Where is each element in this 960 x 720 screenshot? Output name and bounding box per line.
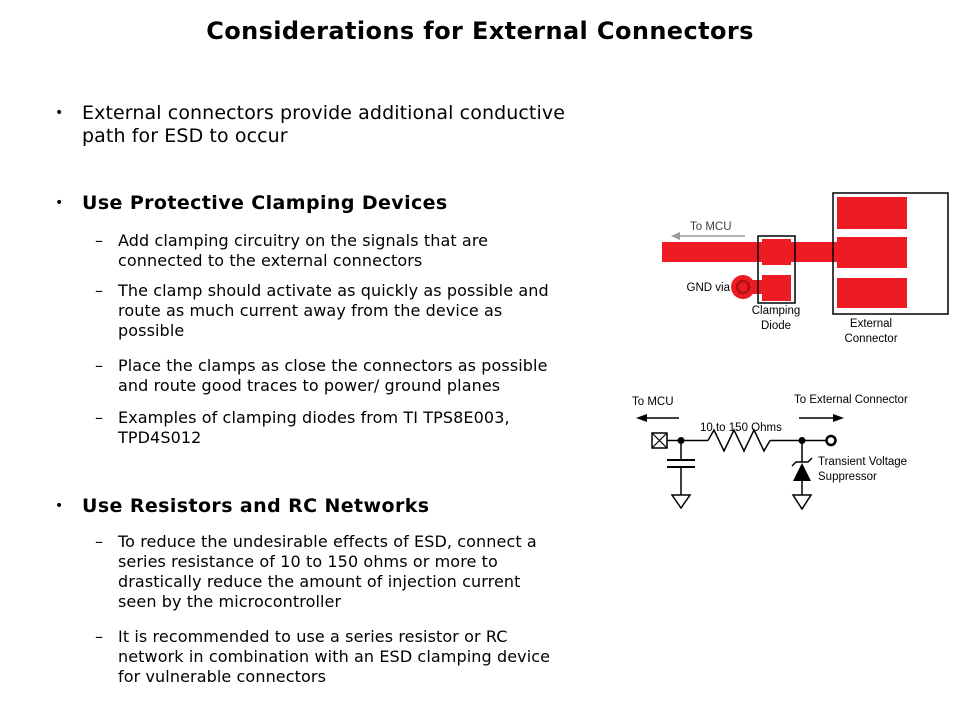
- dash-icon: –: [95, 281, 104, 300]
- list-item: • External connectors provide additional…: [55, 102, 635, 148]
- bullet-icon: •: [55, 105, 64, 121]
- list-item: – It is recommended to use a series resi…: [95, 627, 635, 687]
- list-item-text: Place the clamps as close the connectors…: [118, 356, 548, 395]
- resistor-value-label: 10 to 150 Ohms: [700, 422, 782, 434]
- dash-icon: –: [95, 627, 104, 646]
- dash-icon: –: [95, 356, 104, 375]
- tvs-label: Transient Voltage: [818, 456, 907, 468]
- junction-dot: [677, 437, 685, 444]
- list-item-text: Use Resistors and RC Networks: [82, 495, 430, 517]
- external-connector-outline: [832, 192, 949, 315]
- dash-icon: –: [95, 532, 104, 551]
- list-item: • Use Protective Clamping Devices: [55, 192, 635, 215]
- connector-pad-2: [837, 237, 907, 268]
- clamp-pad-bottom: [762, 275, 791, 301]
- connector-pad-3: [837, 278, 907, 308]
- to-external-arrowhead: [833, 414, 844, 422]
- list-item: • Use Resistors and RC Networks: [55, 495, 635, 518]
- tvs-label: Suppressor: [818, 471, 877, 483]
- dash-icon: –: [95, 408, 104, 427]
- to-external-connector-label: To External Connector: [794, 394, 908, 406]
- to-mcu-label: To MCU: [632, 396, 674, 408]
- to-mcu-arrowhead: [636, 414, 647, 422]
- page-title: Considerations for External Connectors: [206, 17, 754, 45]
- resistor-symbol: [707, 428, 771, 453]
- ground-icon: [670, 494, 692, 510]
- to-mcu-label: To MCU: [690, 221, 732, 233]
- bullet-list: • External connectors provide additional…: [55, 102, 635, 687]
- list-item: – To reduce the undesirable effects of E…: [95, 532, 635, 612]
- connector-pad-1: [837, 197, 907, 229]
- junction-dot: [798, 437, 806, 444]
- connector-terminal-icon: [825, 434, 837, 447]
- list-item-text: Use Protective Clamping Devices: [82, 192, 448, 214]
- list-item-text: It is recommended to use a series resist…: [118, 627, 551, 686]
- rc-network-schematic: To MCU To External Connector 10 to 150 O…: [632, 394, 908, 511]
- gnd-via-ring: [735, 279, 751, 295]
- pcb-trace: [662, 242, 837, 262]
- list-item-text: The clamp should activate as quickly as …: [118, 281, 549, 340]
- list-item: – Add clamping circuitry on the signals …: [95, 231, 635, 271]
- list-item: – Examples of clamping diodes from TI TP…: [95, 408, 635, 448]
- dash-icon: –: [95, 231, 104, 250]
- gnd-via: [731, 275, 755, 299]
- external-connector-label: External: [850, 318, 892, 330]
- to-mcu-arrowhead: [671, 232, 680, 240]
- list-item-text: To reduce the undesirable effects of ESD…: [118, 532, 537, 611]
- clamping-diode-label: Clamping: [752, 305, 801, 317]
- gnd-via-label: GND via: [687, 282, 731, 294]
- list-item: – Place the clamps as close the connecto…: [95, 356, 635, 396]
- list-item-text: External connectors provide additional c…: [82, 102, 565, 147]
- bullet-icon: •: [55, 195, 64, 211]
- list-item-text: Add clamping circuitry on the signals th…: [118, 231, 489, 270]
- clamping-diode-label: Diode: [761, 320, 791, 332]
- tvs-cathode-bar: [791, 457, 813, 467]
- mcu-pin-cross: [651, 432, 668, 449]
- clamp-pad-top: [762, 239, 791, 265]
- list-item-text: Examples of clamping diodes from TI TPS8…: [118, 408, 510, 447]
- clamping-diode-outline: [757, 235, 796, 304]
- pcb-layout-diagram: To MCU GND via Clamping Diode External C…: [662, 192, 949, 345]
- ground-icon: [791, 494, 813, 511]
- tvs-diode-icon: [793, 463, 811, 481]
- bullet-icon: •: [55, 498, 64, 514]
- list-item: – The clamp should activate as quickly a…: [95, 281, 635, 341]
- external-connector-label: Connector: [844, 333, 897, 345]
